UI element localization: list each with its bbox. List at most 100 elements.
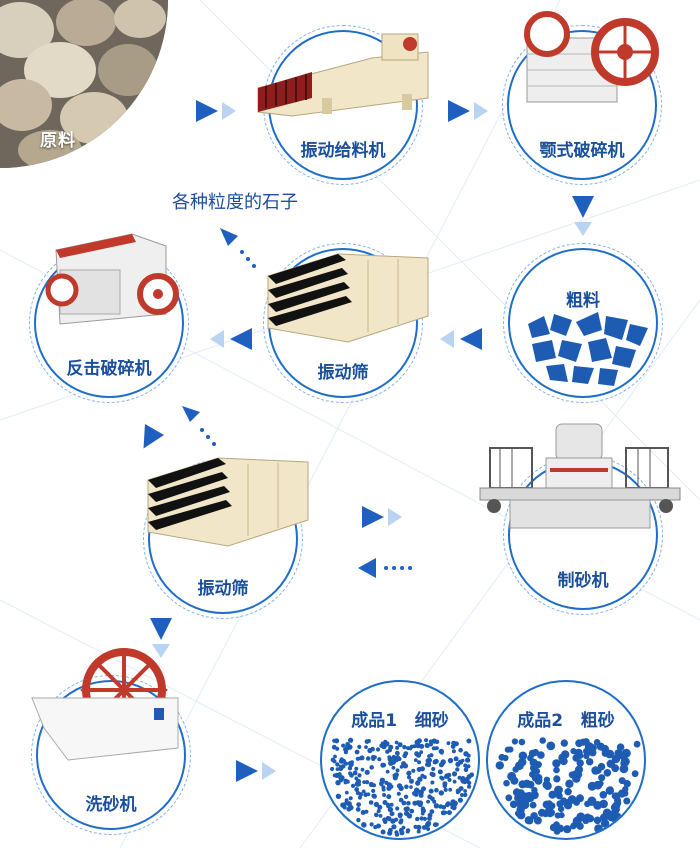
sand-grain — [354, 766, 359, 771]
sand-grain — [333, 754, 337, 759]
sand-grain — [343, 750, 348, 755]
sand-grain — [453, 800, 458, 806]
sand-grain — [633, 740, 641, 748]
sand-grain — [533, 816, 542, 825]
sand-grain — [387, 816, 392, 821]
sand-grain — [518, 751, 528, 761]
sand-grain — [377, 757, 382, 762]
sand-grain — [498, 753, 506, 761]
sand-grain — [404, 810, 410, 816]
sand-grain — [411, 768, 416, 773]
sand-grain — [505, 794, 513, 802]
sand-grain — [382, 817, 387, 823]
arrow-ghost — [222, 102, 236, 120]
sand-grain — [382, 800, 388, 805]
sand-grain — [503, 779, 510, 787]
arrow-crusher-to-coarse — [572, 196, 594, 218]
sand-grain — [584, 813, 592, 821]
stage-coarse-aggregate: 粗料 — [503, 243, 663, 403]
sand-grain — [425, 762, 430, 767]
sand-grain — [428, 788, 434, 794]
sand-grain — [420, 811, 425, 816]
sand-grain — [564, 788, 572, 796]
sand-grain — [576, 752, 584, 759]
sand-grain — [450, 805, 455, 810]
sand-grain — [371, 788, 376, 793]
sand-grain — [415, 752, 422, 758]
sand-grain — [614, 796, 621, 804]
sand-grain — [453, 756, 459, 762]
sand-grain — [518, 757, 527, 767]
sand-grain — [413, 758, 418, 762]
stage-vibrating-feeder: 振动给料机 — [257, 25, 429, 185]
sand-grain — [356, 802, 361, 807]
sand-grain — [588, 782, 596, 791]
sand-grain — [445, 801, 451, 807]
sand-grain — [427, 757, 432, 763]
sand-grain — [335, 793, 342, 799]
sand-grain — [576, 759, 584, 767]
arrow-ghost — [474, 102, 488, 120]
sand-grain — [443, 810, 448, 815]
sand-grain — [455, 761, 461, 767]
sand-grain — [467, 784, 472, 789]
sand-grain — [395, 768, 400, 773]
sand-grain — [406, 800, 411, 806]
sand-grain — [448, 787, 453, 792]
sand-grain — [572, 816, 582, 826]
stage-jaw-crusher: 颚式破碎机 — [502, 11, 662, 185]
sand-grain — [434, 787, 439, 793]
sand-grain — [338, 758, 345, 764]
sand-grain — [539, 737, 546, 744]
sand-grain — [356, 817, 361, 823]
sand-grain — [345, 744, 350, 749]
sand-grain — [331, 744, 337, 750]
sand-grain — [341, 743, 346, 748]
sand-grain — [362, 780, 366, 784]
sand-grain — [419, 766, 425, 772]
sand-grain — [546, 741, 556, 751]
sand-grain — [458, 747, 463, 753]
sand-grain — [441, 805, 447, 810]
sand-grain — [466, 774, 472, 780]
sand-grain — [463, 792, 468, 797]
sand-grain — [357, 795, 362, 800]
sand-grain — [378, 814, 383, 818]
sand-grain — [344, 798, 349, 803]
sand-grain — [416, 824, 422, 830]
sand-grain — [386, 794, 392, 800]
sand-grain — [342, 805, 347, 810]
sand-grain — [368, 800, 374, 805]
sand-grain — [455, 788, 461, 794]
sand-grain — [352, 770, 358, 776]
sand-grain — [383, 739, 388, 744]
sand-grain — [495, 761, 504, 770]
sand-grain — [402, 744, 407, 750]
sand-grain — [412, 791, 417, 796]
product-coarse-sand: 成品2 粗砂 — [486, 680, 646, 840]
sand-grain — [415, 780, 420, 785]
sand-grain — [621, 748, 631, 758]
sand-grain — [430, 772, 436, 778]
sand-grain — [417, 776, 423, 782]
stage-label: 粗料 — [566, 291, 600, 311]
sand-grain — [560, 797, 568, 805]
sand-grain — [416, 829, 421, 834]
sand-grain — [401, 825, 406, 830]
sand-grain — [631, 770, 639, 778]
sand-grain — [399, 818, 404, 823]
sand-grain — [375, 747, 381, 752]
sand-grain — [406, 770, 412, 776]
sand-grain — [388, 784, 394, 789]
sand-grain — [598, 774, 606, 782]
sand-grain — [350, 760, 354, 764]
sand-grain — [427, 754, 431, 758]
sand-grain — [409, 778, 414, 784]
sand-grain — [452, 779, 457, 784]
sand-grain — [350, 783, 356, 788]
sand-grain — [363, 792, 368, 797]
sand-grain — [546, 810, 554, 818]
sand-grain — [405, 828, 411, 833]
sand-grain — [518, 738, 526, 746]
stage-label: 振动筛 — [317, 363, 369, 383]
